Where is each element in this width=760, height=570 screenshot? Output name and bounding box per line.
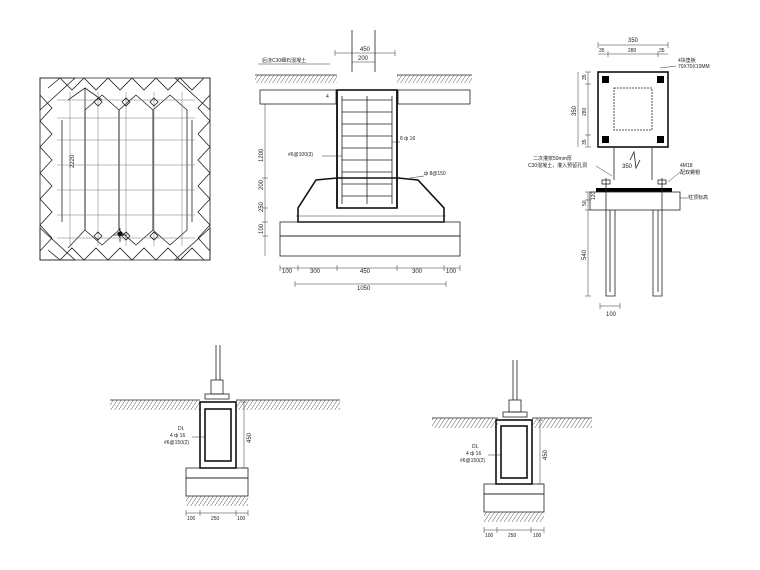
sec-b-bolt-note-1: 4M18 (680, 163, 693, 169)
sec-b-top-sub-0: 35 (599, 48, 605, 54)
sec-b-top-sub-2: 35 (659, 48, 665, 54)
sec-d-stirrup: #6@150(2) (460, 458, 485, 464)
sec-d-rebar: 4 ф 16 (466, 451, 481, 457)
sec-b-bot-100: 100 (606, 312, 617, 318)
sec-a-total-1050: 1050 (357, 286, 371, 292)
sec-b-plate-note-1: 4块垫板 (678, 57, 696, 64)
sec-b-bolt-note-2: 配双螺帽 (680, 169, 700, 176)
sec-b-side-0: 35 (582, 74, 588, 80)
sec-b-h-50: 50 (582, 200, 588, 206)
sec-d-dl: DL (472, 444, 479, 450)
sec-c-dl: DL (178, 426, 185, 432)
sec-b-pour-note-2: C30混凝土，灌入预留孔洞 (528, 162, 587, 169)
sec-c-bot-2: 100 (237, 516, 246, 522)
sec-c-rebar: 4 ф 16 (170, 433, 185, 439)
sec-a-h-200: 200 (259, 179, 265, 190)
sec-a-rebar-right: 8 ф 16 (400, 136, 415, 142)
sec-d-bot-0: 100 (485, 533, 494, 539)
sec-d-bot-2: 100 (533, 533, 542, 539)
sec-b-dim-350: 350 (622, 164, 633, 170)
sec-c-stirrup: #6@150(2) (164, 440, 189, 446)
plan-dim-2220: 2220 (70, 154, 76, 168)
sec-b-pour-note-1: 二次灌浆50mm厚 (533, 155, 572, 162)
sec-c-bot-1: 250 (211, 516, 220, 522)
sec-b-side-2: 35 (582, 139, 588, 145)
sec-a-small-4: 4 (326, 94, 329, 100)
sec-a-stirrup-left: #6@100(3) (288, 152, 313, 158)
sec-a-h-100: 100 (259, 223, 265, 234)
sec-b-side-1: 280 (582, 107, 588, 116)
sec-a-bot-1: 300 (310, 269, 321, 275)
sec-a-stirrup-right: ф 8@150 (424, 171, 446, 177)
section-b: 350 35 280 35 4块垫板 70X70X10MM 35 280 35 … (528, 38, 710, 318)
sec-a-bot-3: 300 (412, 269, 423, 275)
sec-a-h-1200: 1200 (259, 148, 265, 162)
sec-a-dim-200: 200 (358, 56, 369, 62)
sec-d-h-450: 450 (543, 449, 549, 460)
sec-a-bot-0: 100 (282, 269, 293, 275)
sec-a-dim-450: 450 (360, 47, 371, 53)
sec-b-h-350: 350 (572, 105, 578, 116)
section-c: DL 4 ф 16 #6@150(2) 450 100 250 100 (110, 345, 340, 522)
section-d: DL 4 ф 16 #6@150(2) 450 100 250 100 (432, 360, 592, 539)
plan-view: 2220 (39, 77, 211, 261)
sec-b-h-540: 540 (582, 249, 588, 260)
sec-a-bot-4: 100 (446, 269, 457, 275)
sec-b-plate-note-2: 70X70X10MM (678, 64, 710, 70)
sec-a-h-250: 250 (259, 201, 265, 212)
sec-c-bot-0: 100 (187, 516, 196, 522)
sec-b-top-sub-1: 280 (628, 48, 637, 54)
sec-c-h-450: 450 (247, 432, 253, 443)
sec-a-slab-note: 后浇C30细石混凝土 (262, 57, 306, 64)
sec-d-bot-1: 250 (508, 533, 517, 539)
sec-b-top-350: 350 (628, 38, 639, 44)
sec-a-bot-2: 450 (360, 269, 371, 275)
sec-b-bottom-note: 柱顶标高 (688, 194, 708, 201)
section-a: 450 200 后浇C30细石混凝土 4 8 ф 16 #6@100(3) ф … (255, 30, 472, 292)
sec-b-h-120: 120 (591, 191, 597, 200)
